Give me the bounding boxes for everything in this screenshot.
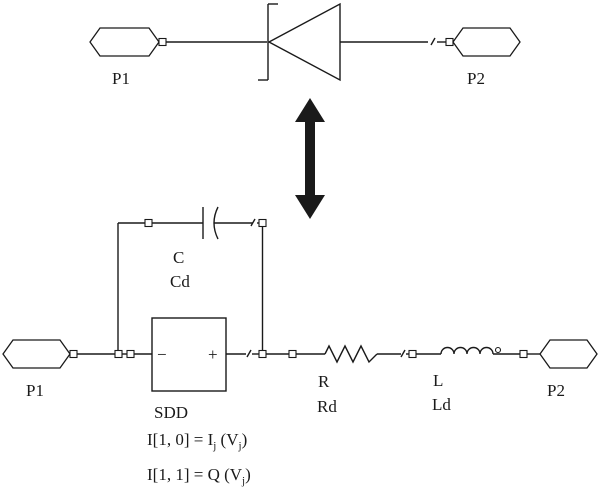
terminal — [445, 37, 454, 47]
terminal-mark — [430, 37, 436, 46]
port-p1-bottom-icon — [2, 339, 71, 369]
terminal — [288, 349, 297, 359]
terminal — [114, 349, 123, 359]
terminal — [69, 349, 78, 359]
inductor-dot — [494, 346, 502, 354]
label-inductor-name: L — [433, 371, 443, 390]
terminal — [144, 218, 153, 228]
terminal-mark — [246, 349, 252, 358]
terminal — [258, 349, 267, 359]
equation-charge: I[1, 1] = Q (Vj) — [147, 465, 251, 487]
terminal-mark — [400, 349, 406, 358]
label-sdd: SDD — [154, 403, 188, 422]
port-p2-bottom-icon — [539, 339, 598, 369]
port-p2-top-icon — [452, 27, 521, 57]
terminal — [519, 349, 528, 359]
label-resistor-value: Rd — [317, 397, 337, 416]
sdd-plus-label: + — [208, 345, 218, 364]
label-p1-top: P1 — [112, 69, 130, 88]
top-circuit: P1 P2 — [89, 2, 521, 88]
equivalence-arrow-icon — [295, 98, 325, 219]
label-resistor-name: R — [318, 372, 330, 391]
label-capacitor-name: C — [173, 248, 184, 267]
diode-icon — [258, 2, 341, 82]
terminal — [258, 218, 267, 228]
label-capacitor-value: Cd — [170, 272, 190, 291]
label-p2-bottom: P2 — [547, 381, 565, 400]
label-p1-bottom: P1 — [26, 381, 44, 400]
terminal-mark — [250, 218, 256, 227]
inductor-icon — [440, 346, 494, 355]
label-p2-top: P2 — [467, 69, 485, 88]
resistor-icon — [324, 344, 378, 364]
terminal — [126, 349, 135, 359]
terminal — [408, 349, 417, 359]
label-inductor-value: Ld — [432, 395, 451, 414]
terminal — [158, 37, 167, 47]
sdd-block: − + — [151, 317, 227, 392]
equation-current: I[1, 0] = Ij (Vj) — [147, 430, 247, 452]
port-p1-top-icon — [89, 27, 160, 57]
sdd-minus-label: − — [157, 345, 167, 364]
bottom-circuit: C Cd − + SDD R Rd L Ld — [2, 206, 598, 487]
